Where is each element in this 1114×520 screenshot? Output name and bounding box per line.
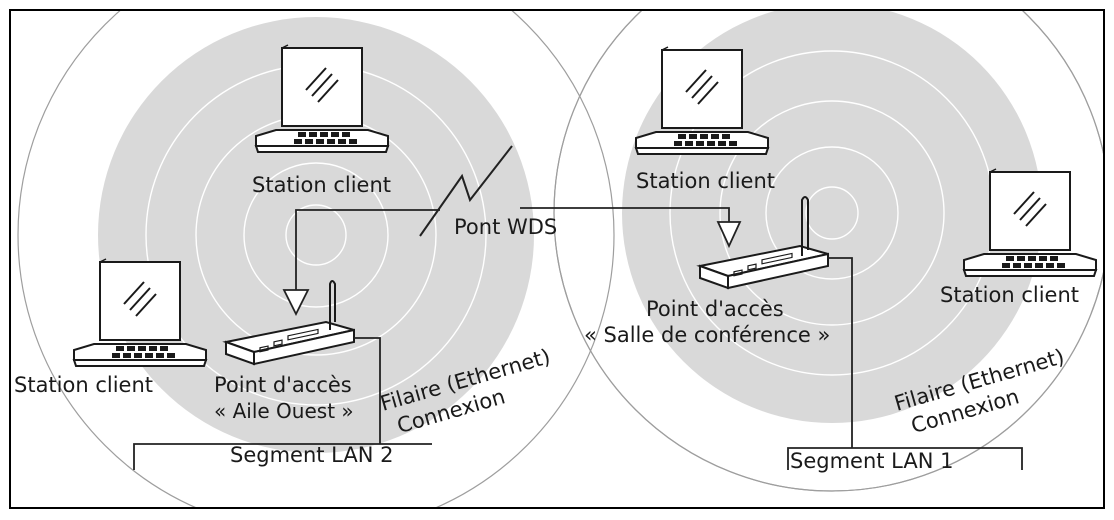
antenna-icon — [801, 196, 809, 256]
client-label-right: Station client — [940, 283, 1079, 307]
lan-segment-1 — [787, 447, 1023, 470]
signal-arrow-icon — [716, 221, 742, 249]
ap-west-name: Point d'accès — [214, 373, 352, 397]
wireless-link-icon — [419, 145, 513, 237]
wds-bridge-label: Pont WDS — [454, 215, 557, 239]
ap-conference-name: Point d'accès — [646, 297, 784, 321]
antenna-icon — [329, 280, 336, 330]
wds-link-left — [295, 209, 440, 290]
diagram-frame — [9, 9, 1105, 509]
wired-link-west — [354, 337, 381, 444]
signal-arrow-icon — [282, 289, 310, 317]
ap-conference-subtitle: « Salle de conférence » — [584, 323, 830, 347]
client-label-top-right: Station client — [636, 169, 775, 193]
lan-segment-2-label: Segment LAN 2 — [230, 443, 393, 467]
ap-west-subtitle: « Aile Ouest » — [214, 399, 354, 423]
client-label-top-left: Station client — [252, 173, 391, 197]
wired-link-conference — [828, 257, 853, 448]
lan-segment-2 — [133, 443, 432, 470]
coverage-area-west — [17, 0, 615, 520]
lan-segment-1-label: Segment LAN 1 — [790, 449, 953, 473]
client-label-left: Station client — [14, 373, 153, 397]
wds-link-right — [520, 207, 730, 222]
